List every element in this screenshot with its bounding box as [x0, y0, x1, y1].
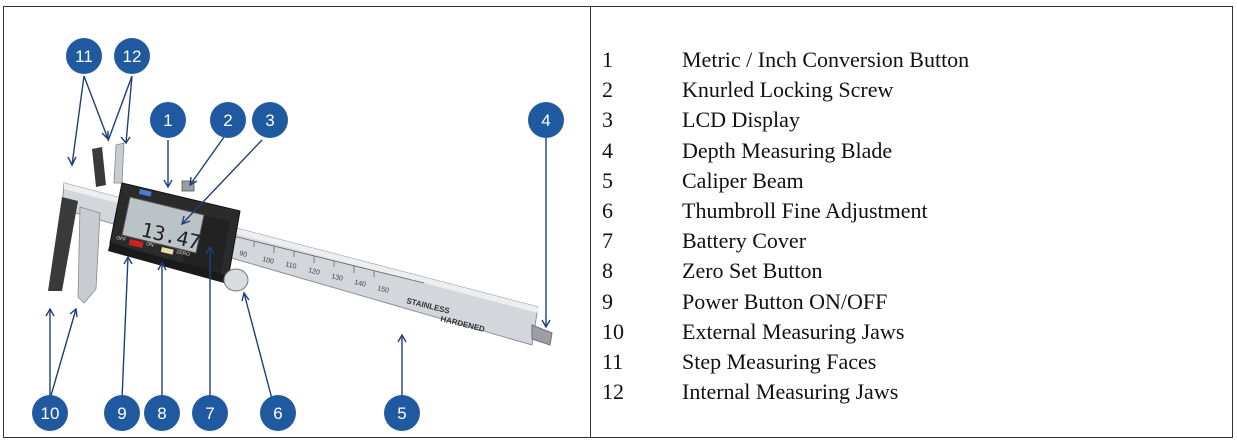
legend-row: 7 Battery Cover	[602, 226, 969, 256]
callout-badge	[114, 38, 150, 74]
locking-screw	[181, 180, 195, 192]
legend-label: Battery Cover	[682, 228, 807, 254]
depth-blade	[531, 324, 553, 346]
callout-badge	[384, 395, 420, 431]
legend-number: 1	[602, 47, 613, 73]
legend-number: 4	[602, 137, 613, 163]
legend-label: Power Button ON/OFF	[682, 288, 888, 314]
legend-label: Depth Measuring Blade	[682, 137, 893, 163]
callout-number: 11	[75, 47, 93, 66]
legend-label: Knurled Locking Screw	[682, 77, 894, 103]
callout-badge	[66, 38, 102, 74]
leader-lines	[45, 75, 551, 401]
legend-number: 5	[602, 167, 613, 193]
parts-legend: 1 Metric / Inch Conversion Button 2 Knurle…	[602, 45, 969, 407]
legend-row: 9 Power Button ON/OFF	[602, 287, 969, 317]
callout-badge	[144, 395, 180, 431]
legend-number: 12	[602, 379, 624, 405]
on-label: ON	[146, 241, 155, 249]
legend-row: 2 Knurled Locking Screw	[602, 75, 969, 105]
callout-badge	[104, 395, 140, 431]
legend-row: 11 Step Measuring Faces	[602, 347, 969, 377]
legend-number: 7	[602, 228, 613, 254]
scale-number: 140	[354, 279, 367, 289]
callout-badge	[150, 102, 186, 138]
callout-badge	[210, 102, 246, 138]
legend-label: Metric / Inch Conversion Button	[682, 47, 970, 73]
callout-badge	[260, 395, 296, 431]
scale-number: 100	[262, 256, 275, 266]
scale-number: 90	[239, 250, 248, 259]
zero-button	[160, 247, 174, 255]
callout-number: 4	[541, 111, 550, 130]
callout-number: 6	[273, 404, 282, 423]
legend-row: 12 Internal Measuring Jaws	[602, 377, 969, 407]
callout-number: 8	[157, 404, 166, 423]
legend-label: Zero Set Button	[682, 258, 823, 284]
callout-number: 1	[163, 111, 172, 130]
callout-badge	[192, 395, 228, 431]
legend-label: LCD Display	[682, 107, 800, 133]
callout-number: 9	[117, 404, 126, 423]
legend-number: 2	[602, 77, 613, 103]
legend-number: 11	[602, 348, 624, 374]
legend-row: 3 LCD Display	[602, 105, 969, 135]
internal-jaws	[92, 142, 125, 187]
caliper-diagram: 90 100 110 120 130 140 150 STAINLESS HAR…	[32, 38, 564, 431]
scale-number: 150	[377, 285, 390, 295]
callout-number: 10	[41, 404, 60, 423]
legend-label: Thumbroll Fine Adjustment	[682, 198, 928, 224]
legend-row: 10 External Measuring Jaws	[602, 317, 969, 347]
legend-row: 1 Metric / Inch Conversion Button	[602, 45, 969, 75]
legend-number: 6	[602, 198, 613, 224]
legend-number: 3	[602, 107, 613, 133]
caliper-body: 13.47 OFF ON ZERO	[108, 182, 241, 283]
column-divider	[590, 6, 591, 438]
legend-row: 5 Caliper Beam	[602, 166, 969, 196]
legend-number: 10	[602, 318, 624, 344]
metric-inch-button	[138, 189, 152, 197]
callout-badges: 11 12 1 2 3 4 10 9 8 7 6 5	[32, 38, 564, 431]
external-jaws	[48, 197, 101, 304]
callout-number: 2	[223, 111, 232, 130]
callout-number: 12	[123, 47, 142, 66]
legend-label: Internal Measuring Jaws	[682, 379, 899, 405]
lcd-display	[121, 196, 205, 254]
zero-label: ZERO	[176, 249, 191, 258]
callout-badge	[528, 102, 564, 138]
scale-number: 110	[285, 261, 298, 271]
callout-number: 7	[205, 404, 214, 423]
legend-row: 4 Depth Measuring Blade	[602, 136, 969, 166]
power-button	[128, 239, 144, 248]
legend-number: 8	[602, 258, 613, 284]
legend-row: 8 Zero Set Button	[602, 256, 969, 286]
legend-number: 9	[602, 288, 613, 314]
legend-label: Step Measuring Faces	[682, 348, 877, 374]
scale-number: 120	[308, 267, 321, 277]
legend-label: Caliper Beam	[682, 167, 804, 193]
off-label: OFF	[116, 235, 127, 243]
callout-badge	[252, 102, 288, 138]
callout-number: 5	[397, 404, 406, 423]
beam-scale: 90 100 110 120 130 140 150	[228, 234, 425, 295]
legend-row: 6 Thumbroll Fine Adjustment	[602, 196, 969, 226]
figure-frame	[3, 6, 1233, 438]
legend-label: External Measuring Jaws	[682, 318, 905, 344]
scale-number: 130	[331, 273, 344, 283]
callout-number: 3	[265, 111, 274, 130]
callout-badge	[32, 395, 68, 431]
thumbroll	[223, 268, 249, 292]
